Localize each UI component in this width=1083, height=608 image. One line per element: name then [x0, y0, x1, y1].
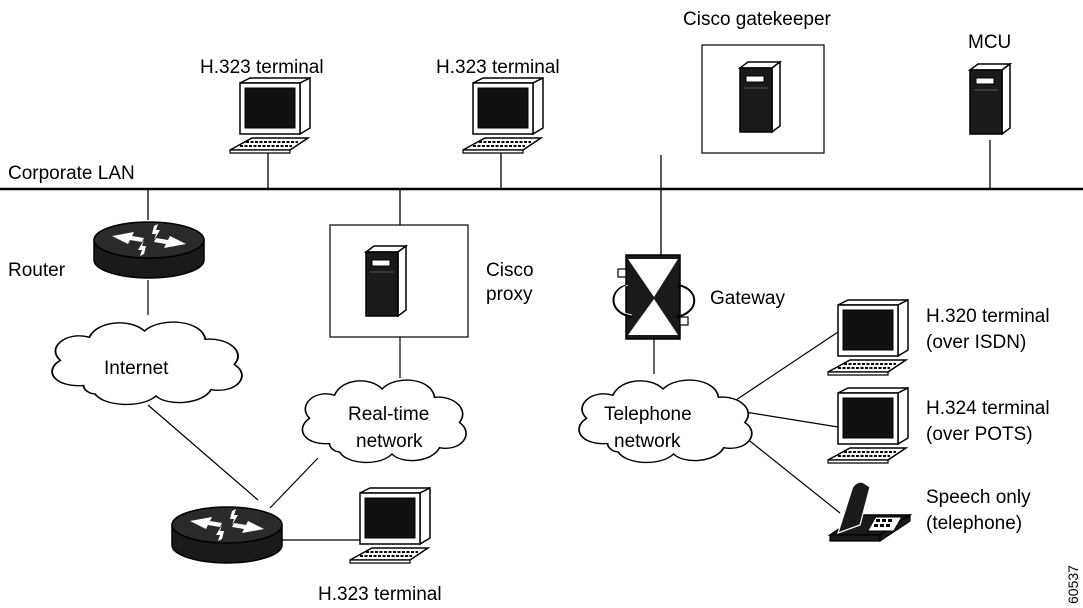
h320-terminal-label-line2: (over ISDN) [926, 332, 1026, 353]
cisco-proxy-label-line2: proxy [486, 284, 533, 305]
h323-terminal-2-label: H.323 terminal [436, 57, 560, 78]
h324-terminal-icon[interactable] [827, 387, 909, 464]
realtime-network-label-line1: Real-time [348, 404, 429, 425]
router-bottom-icon[interactable] [171, 506, 283, 564]
h323-terminal-3-label: H.323 terminal [318, 584, 442, 605]
corporate-lan-label: Corporate LAN [8, 163, 135, 184]
h323-terminal-1-icon[interactable] [229, 77, 311, 154]
mcu-label: MCU [968, 32, 1011, 53]
h323-terminal-1-label: H.323 terminal [200, 57, 324, 78]
cisco-gatekeeper-label: Cisco gatekeeper [683, 9, 832, 30]
network-links [147, 280, 841, 541]
figure-id-label: 60537 [1065, 565, 1081, 604]
cisco-gatekeeper-server-icon[interactable] [739, 61, 781, 133]
internet-label: Internet [104, 358, 169, 379]
telephone-network-label-line1: Telephone [604, 404, 692, 425]
h323-terminal-3-icon[interactable] [349, 487, 431, 564]
speech-only-label-line2: (telephone) [926, 513, 1022, 534]
lan-drops [147, 140, 991, 260]
router-top-icon[interactable] [93, 221, 205, 279]
speech-only-label-line1: Speech only [926, 487, 1031, 508]
telephone-network-label-line2: network [614, 431, 681, 452]
mcu-server-icon[interactable] [969, 63, 1011, 135]
h320-terminal-label-line1: H.320 terminal [926, 306, 1050, 327]
cisco-proxy-server-icon[interactable] [365, 245, 407, 317]
realtime-network-label-line2: network [356, 431, 423, 452]
router-label: Router [8, 260, 66, 281]
h320-terminal-icon[interactable] [827, 299, 909, 376]
gateway-icon[interactable] [612, 254, 696, 340]
h323-terminal-2-icon[interactable] [462, 77, 544, 154]
telephone-icon[interactable] [829, 481, 911, 542]
h324-terminal-label-line1: H.324 terminal [926, 398, 1050, 419]
gateway-label: Gateway [710, 288, 785, 309]
cisco-proxy-label-line1: Cisco [486, 260, 534, 281]
h324-terminal-label-line2: (over POTS) [926, 424, 1033, 445]
